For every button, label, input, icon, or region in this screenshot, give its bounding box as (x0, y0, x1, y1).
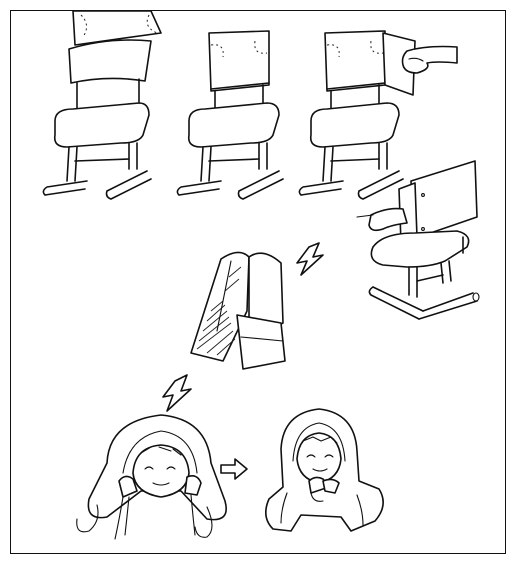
illustration-frame (10, 10, 506, 554)
outline-arrow-icon (221, 459, 247, 479)
chair-with-cushion-icon (43, 11, 161, 199)
instruction-illustration (11, 11, 505, 553)
chair-cover-installed-icon (177, 31, 283, 199)
lightning-arrow-icon (163, 375, 191, 411)
child-putting-on-hood-icon (77, 415, 226, 539)
lightning-arrow-icon (297, 243, 323, 275)
chair-back-pulling-icon (357, 161, 479, 319)
child-wearing-hood-icon (266, 409, 383, 531)
hood-unfolded-icon (191, 252, 285, 369)
